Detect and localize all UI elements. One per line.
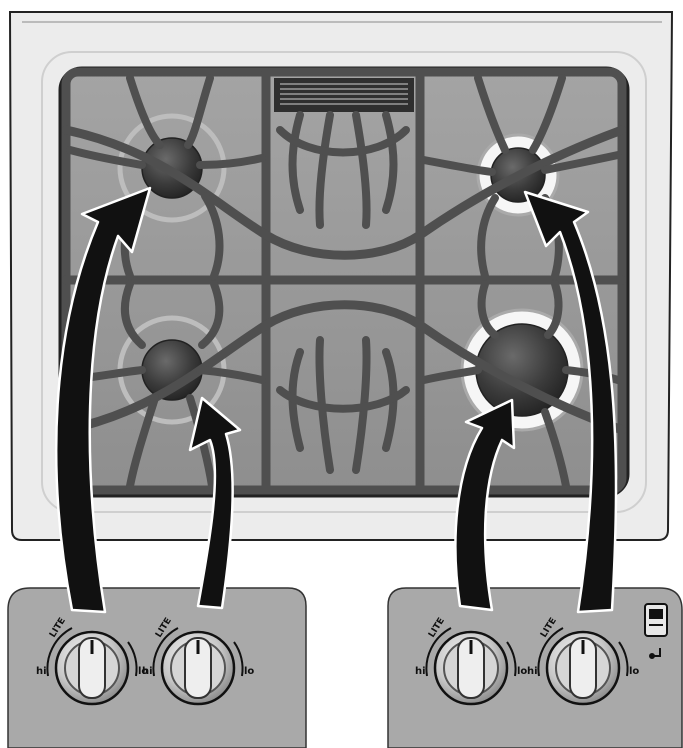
right-control-panel [387,587,683,748]
knob-label-hi: hi [142,666,153,677]
knob-label-lo: lo [138,666,148,677]
arrow-left-rear-burner [54,186,152,614]
key-icon [649,648,661,659]
grate [61,67,627,495]
oven-vent [274,78,414,112]
knob-label-hi: hi [36,666,47,677]
lock-switch-icon [644,603,668,637]
left-control-panel [7,587,307,748]
arrow-right-rear-burner [523,190,618,614]
knob-label-hi: hi [415,666,426,677]
knob-label-hi: hi [527,666,538,677]
arrows [54,186,618,614]
knob-label-lo: lo [629,666,639,677]
knob-label-lo: lo [244,666,254,677]
knob-label-lo: lo [517,666,527,677]
arrow-right-front-burner [454,398,516,612]
arrow-left-front-burner [188,396,242,610]
